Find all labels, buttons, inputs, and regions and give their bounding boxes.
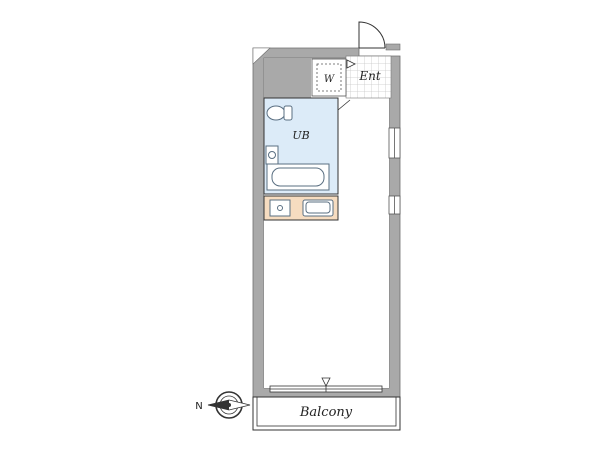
balcony-sliding-door (269, 385, 383, 393)
stove (269, 199, 291, 217)
step-marker (346, 59, 356, 69)
compass-north-label: N (195, 401, 202, 412)
washbasin (265, 145, 279, 165)
toilet (266, 105, 293, 121)
entrance-label: Ent (358, 69, 380, 83)
kitchen-sink (302, 199, 334, 217)
washer-space (311, 58, 347, 97)
compass-icon (207, 391, 251, 419)
wall-corner-notch (252, 47, 271, 65)
bathtub (266, 163, 330, 191)
bathroom-label: UB (292, 129, 309, 142)
balcony-label: Balcony (299, 405, 353, 420)
washer-label: W (324, 74, 335, 85)
balcony (252, 396, 401, 431)
balcony-step-marker (321, 377, 331, 387)
entrance-door (358, 21, 386, 49)
side-window (388, 195, 401, 215)
hallway-wall-block (264, 58, 311, 98)
side-window (388, 127, 401, 159)
